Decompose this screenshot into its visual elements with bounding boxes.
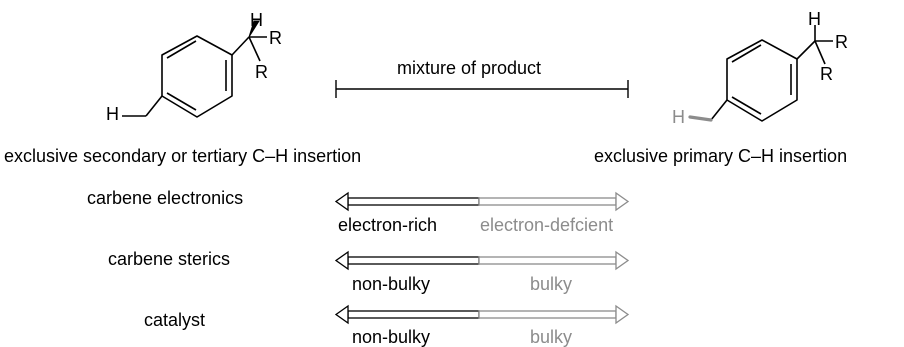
factor-label-electronics: carbene electronics — [87, 188, 244, 208]
arrow-left-head — [334, 304, 349, 325]
right-molecule-structure — [710, 25, 833, 122]
factor-left-label-electronics: electron-rich — [338, 215, 438, 235]
arrow-light-segment — [478, 256, 617, 265]
factor-arrow-electronics — [334, 191, 630, 212]
right-atom-h-top: H — [808, 9, 821, 29]
left-molecule-structure — [122, 35, 267, 118]
arrow-dark-segment — [347, 197, 480, 206]
factor-right-label-electronics: electron-defcient — [480, 215, 614, 235]
mixture-label: mixture of product — [397, 58, 542, 78]
factor-arrow-catalyst — [334, 304, 630, 325]
factor-arrow-sterics — [334, 250, 630, 271]
arrow-right-head — [615, 250, 630, 271]
right-atom-r-lower: R — [820, 64, 833, 84]
factor-right-label-sterics: bulky — [530, 274, 573, 294]
right-molecule-caption: exclusive primary C–H insertion — [594, 146, 848, 166]
factor-label-catalyst: catalyst — [144, 310, 206, 330]
factor-right-label-catalyst: bulky — [530, 327, 573, 347]
arrow-left-head — [334, 191, 349, 212]
arrow-right-head — [615, 304, 630, 325]
left-molecule-caption: exclusive secondary or tertiary C–H inse… — [4, 146, 362, 166]
factor-label-sterics: carbene sterics — [108, 249, 231, 269]
right-benzene-ring — [726, 39, 798, 122]
arrow-light-segment — [478, 197, 617, 206]
right-atom-h-benzyl: H — [672, 107, 685, 127]
mixture-scale-bar — [335, 80, 629, 98]
left-atom-h-benzyl: H — [106, 104, 119, 124]
arrow-dark-segment — [347, 310, 480, 319]
arrow-light-segment — [478, 310, 617, 319]
right-highlighted-bond — [688, 115, 713, 122]
right-atom-r-upper: R — [835, 32, 848, 52]
left-atom-r-lower: R — [255, 62, 268, 82]
arrow-left-head — [334, 250, 349, 271]
left-atom-r-upper: R — [269, 28, 282, 48]
left-atom-h-top: H — [250, 10, 263, 30]
factor-left-label-catalyst: non-bulky — [352, 327, 431, 347]
arrow-right-head — [615, 191, 630, 212]
arrow-dark-segment — [347, 256, 480, 265]
left-benzene-ring — [161, 35, 233, 118]
left-wedge-bond — [248, 20, 260, 38]
factor-left-label-sterics: non-bulky — [352, 274, 431, 294]
factor-arrows — [334, 191, 630, 325]
